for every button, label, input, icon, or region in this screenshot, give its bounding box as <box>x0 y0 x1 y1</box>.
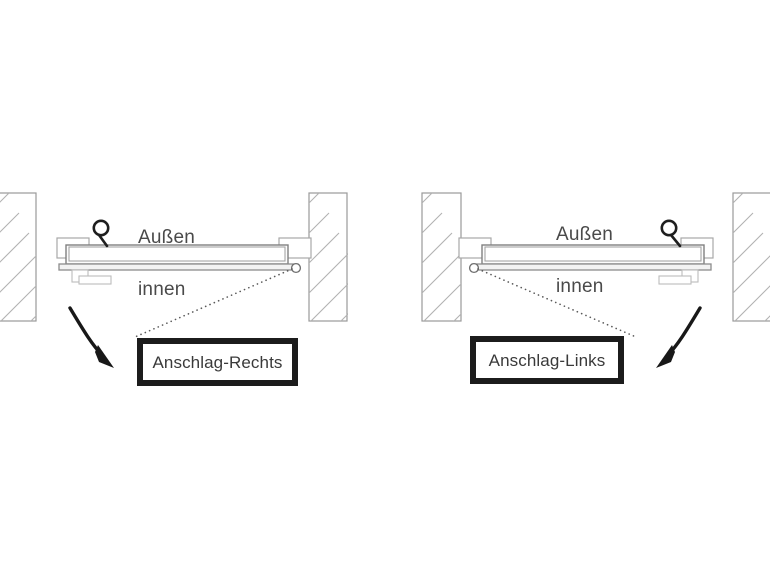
wall-hatching <box>0 193 36 321</box>
hinge-pivot-icon <box>468 262 480 274</box>
door-assembly <box>458 237 714 285</box>
wall-hatching <box>733 193 770 321</box>
hinge-pivot-icon <box>290 262 302 274</box>
panel-anschlag-links: Außen innen Anschlag-Links <box>421 192 770 384</box>
inside-label: innen <box>138 279 186 300</box>
panel-anschlag-rechts: Außen innen Anschlag-Rechts <box>0 192 348 386</box>
wall-hatching <box>422 193 461 321</box>
hatched-wall-block-icon <box>308 192 348 322</box>
door-key-handle-icon <box>92 219 110 248</box>
callout-box-anschlag-links[interactable]: Anschlag-Links <box>470 336 624 384</box>
callout-label: Anschlag-Rechts <box>152 353 282 372</box>
wall-hatching <box>309 193 348 321</box>
door-key-handle-icon <box>660 219 682 248</box>
swing-direction-arrow-icon <box>656 306 702 368</box>
threshold-bracket <box>71 269 112 285</box>
swing-direction-arrow-icon <box>68 306 114 368</box>
door-assembly <box>56 237 312 285</box>
callout-box-anschlag-rechts[interactable]: Anschlag-Rechts <box>137 338 298 386</box>
hatched-wall-block-icon <box>0 192 37 322</box>
outside-label: Außen <box>556 224 613 245</box>
inside-label: innen <box>556 276 604 297</box>
dotted-leader-line-icon <box>477 268 637 338</box>
threshold-bracket <box>658 269 699 285</box>
dotted-leader-line-icon <box>134 268 293 338</box>
outside-label: Außen <box>138 227 195 248</box>
hatched-wall-block-icon <box>732 192 770 322</box>
callout-label: Anschlag-Links <box>489 351 606 370</box>
hatched-wall-block-icon <box>421 192 462 322</box>
